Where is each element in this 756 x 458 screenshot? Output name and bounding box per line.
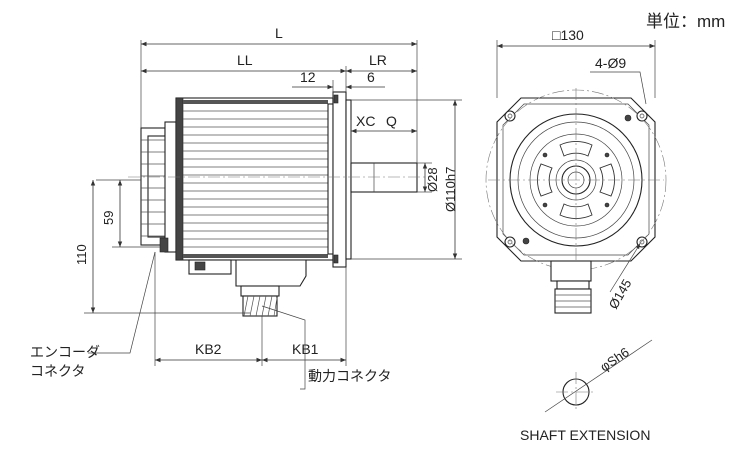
mounting-holes xyxy=(504,110,648,248)
dim-diameter-110h7: Ø110h7 xyxy=(443,167,458,212)
dim-L: L xyxy=(275,25,283,41)
dim-LL: LL xyxy=(237,52,253,68)
dim-LR: LR xyxy=(369,52,387,68)
front-view: □130 4-Ø9 xyxy=(485,27,667,314)
shaft-extension: φSh6 SHAFT EXTENSION xyxy=(520,339,653,443)
dim-110: 110 xyxy=(74,244,89,265)
unit-label: 単位：mm xyxy=(646,12,725,31)
dim-12: 12 xyxy=(300,69,316,85)
dim-pcd-145: Ø145 xyxy=(606,276,635,311)
dim-XC: XC xyxy=(356,113,375,129)
shaft xyxy=(350,162,418,193)
encoder-connector-label-line2: コネクタ xyxy=(30,363,85,379)
dim-Q: Q xyxy=(386,113,397,129)
flange xyxy=(332,91,352,268)
front-power-connector xyxy=(550,260,592,314)
power-connector-label: 動力コネクタ xyxy=(308,368,391,384)
motor-body xyxy=(175,97,334,261)
dim-59: 59 xyxy=(101,211,116,225)
shaft-extension-title: SHAFT EXTENSION xyxy=(520,427,650,443)
power-connector xyxy=(188,259,307,317)
dim-diameter-28: Ø28 xyxy=(425,167,440,192)
dim-holes-4-d9: 4-Ø9 xyxy=(595,55,626,71)
encoder-block xyxy=(140,121,177,253)
dim-square-130: □130 xyxy=(552,27,584,43)
dim-shaft-diameter: φSh6 xyxy=(597,344,632,374)
side-view: L LL LR 12 6 XC Q Ø28 Ø110h7 59 110 KB2 … xyxy=(30,25,462,390)
dim-6: 6 xyxy=(367,69,375,85)
encoder-connector-label-line1: エンコーダ xyxy=(30,344,100,360)
dim-KB2: KB2 xyxy=(195,341,222,357)
